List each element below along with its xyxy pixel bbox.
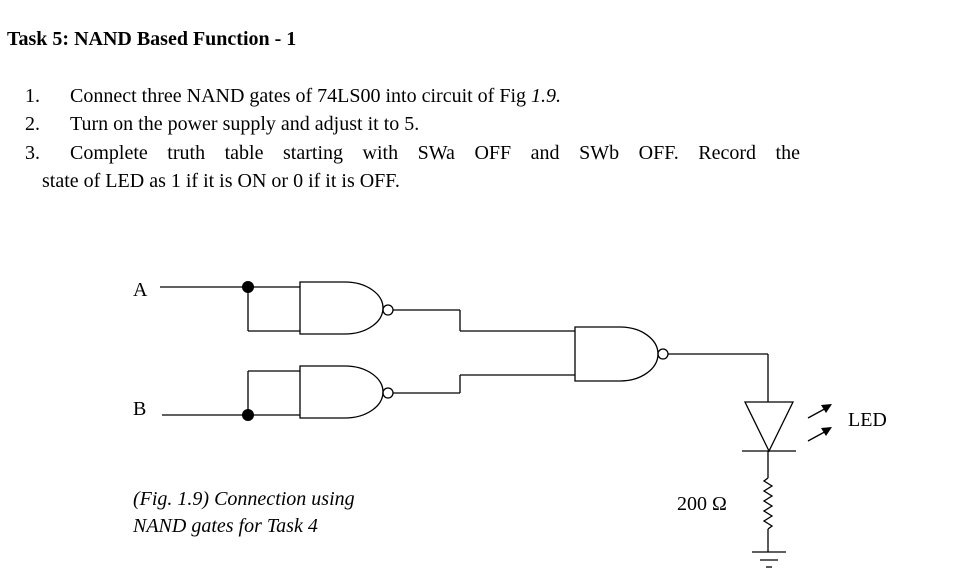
nand-gate-3-bubble	[657, 348, 669, 360]
step-2: 2. Turn on the power supply and adjust i…	[0, 113, 970, 139]
led-arrowhead-1	[821, 404, 832, 413]
nand-gate-2-bubble	[382, 387, 394, 399]
nand-gate-3	[574, 326, 659, 382]
nand-gate-2	[299, 365, 384, 419]
task-title: Task 5: NAND Based Function - 1	[7, 28, 297, 50]
figure-caption: (Fig. 1.9) Connection using NAND gates f…	[133, 486, 355, 540]
nand-gate-1-bubble	[382, 304, 394, 316]
step-3-text-line2: state of LED as 1 if it is ON or 0 if it…	[42, 170, 400, 192]
junction-dot-b	[242, 409, 254, 421]
step-2-text: Turn on the power supply and adjust it t…	[70, 113, 420, 135]
resistor-200-ohm	[762, 477, 774, 530]
step-1: 1. Connect three NAND gates of 74LS00 in…	[0, 85, 970, 111]
resistor-label: 200 Ω	[677, 493, 727, 515]
led-arrowhead-2	[821, 427, 832, 436]
step-2-number: 2.	[25, 113, 40, 135]
step-1-text: Connect three NAND gates of 74LS00 into …	[70, 85, 561, 108]
step-1-body: Connect three NAND gates of 74LS00 into …	[70, 85, 532, 107]
figure-caption-line-2: NAND gates for Task 4	[133, 515, 318, 537]
step-1-figure-ref: 1.9.	[531, 85, 562, 107]
nand-gate-1	[299, 281, 384, 335]
step-3-number: 3.	[25, 142, 40, 164]
led-diode-symbol	[743, 401, 795, 453]
input-b-label: B	[133, 398, 147, 420]
input-a-label: A	[133, 279, 148, 301]
step-1-number: 1.	[25, 85, 40, 107]
led-label: LED	[848, 409, 887, 431]
junction-dot-a	[242, 281, 254, 293]
figure-caption-line-1: (Fig. 1.9) Connection using	[133, 488, 355, 510]
step-3: 3.	[0, 142, 970, 168]
step-3-text-line1: Complete truth table starting with SWa O…	[70, 142, 800, 164]
